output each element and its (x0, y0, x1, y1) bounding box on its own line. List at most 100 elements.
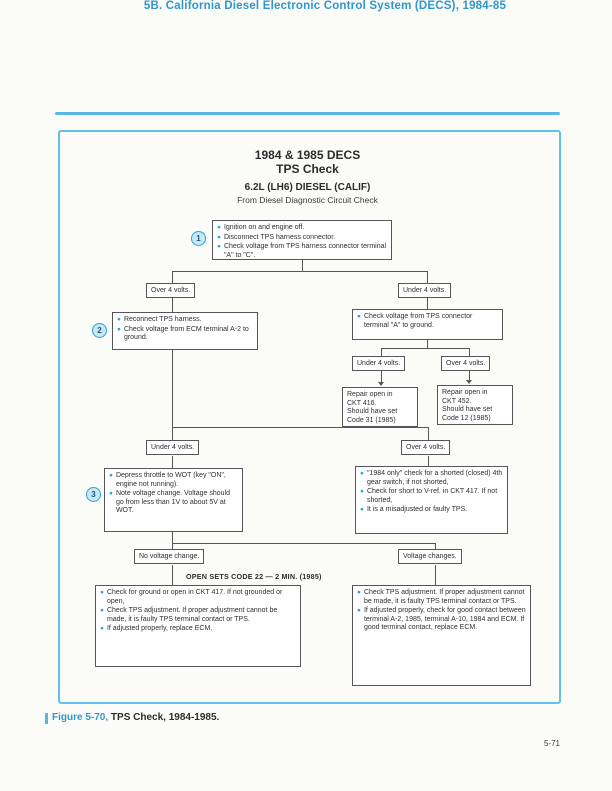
bullet-icon: ● (100, 589, 104, 596)
decision-voltage-changes: Voltage changes. (398, 549, 462, 564)
figure-caption-text: TPS Check, 1984-1985. (108, 712, 220, 723)
flow-box-text: Repair open in (347, 391, 393, 398)
step-number-badge: 1 (191, 231, 206, 246)
flowchart-title-line1: 1984 & 1985 DECS (254, 148, 361, 162)
flow-box-repair-ckt452: Repair open in CKT 452. Should have set … (437, 385, 513, 425)
connector-line (469, 348, 470, 357)
connector-line (435, 565, 436, 586)
flow-box-text: Check for ground or open in CKT 417. If … (106, 589, 283, 605)
bullet-icon: ● (117, 316, 121, 323)
connector-line (172, 543, 173, 550)
flow-box-text: Check voltage from ECM terminal A-2 to g… (123, 325, 249, 342)
bullet-icon: ● (100, 625, 104, 633)
flow-box-text: CKT 416. (347, 399, 377, 407)
header-divider-rule (55, 112, 560, 115)
caption-revision-tick (45, 713, 48, 724)
flow-box-text: Check voltage from TPS harness connector… (223, 243, 387, 259)
flow-box-text: Disconnect TPS harness connector. (223, 233, 336, 241)
connector-line (172, 565, 173, 586)
bullet-icon: ● (217, 224, 221, 231)
flow-box-gear-check-1984: ●"1984 only" check for a shorted (closed… (355, 466, 508, 534)
page-header-title: 5B. California Diesel Electronic Control… (143, 0, 507, 12)
flow-box-step1: ●Ignition on and engine off. ●Disconnect… (212, 220, 392, 260)
page-number: 5-71 (543, 739, 560, 748)
flowchart-source-line: From Diesel Diagnostic Circuit Check (237, 194, 378, 205)
connector-line (427, 340, 428, 349)
flow-box-step3: ●Depress throttle to WOT (key "ON", engi… (104, 468, 243, 532)
bullet-icon: ● (360, 488, 364, 496)
connector-line (428, 456, 429, 467)
flow-box-text: Reconnect TPS harness. (123, 316, 202, 323)
flowchart-title-line2: TPS Check (276, 162, 339, 177)
bullet-icon: ● (360, 506, 364, 514)
flow-box-text: Should have set (442, 406, 493, 414)
bullet-icon: ● (217, 233, 221, 241)
bullet-icon: ● (357, 607, 361, 615)
flow-box-result-right: ●Check TPS adjustment. If proper adjustm… (352, 585, 531, 686)
figure-caption: Figure 5-70, TPS Check, 1984-1985. (52, 712, 219, 723)
step-number-label: 2 (97, 326, 102, 335)
connector-line (172, 271, 173, 284)
connector-line (302, 260, 303, 272)
flow-box-text: It is a misadjusted or faulty TPS. (366, 506, 468, 514)
flow-box-check-tps-connector: ●Check voltage from TPS connector termin… (352, 309, 503, 340)
bullet-icon: ● (100, 607, 104, 615)
step-number-badge: 2 (92, 323, 107, 338)
bullet-icon: ● (217, 243, 221, 251)
decision-under-4-volts-c: Under 4 volts. (146, 440, 200, 455)
connector-line (172, 543, 436, 544)
connector-line (172, 350, 173, 428)
bullet-icon: ● (357, 313, 361, 320)
decision-under-4-volts-a: Under 4 volts. (398, 283, 452, 298)
flow-box-text: Note voltage change. Voltage should go f… (115, 490, 230, 515)
step-number-badge: 3 (86, 487, 101, 502)
flowchart-title-block: 1984 & 1985 DECS TPS Check 6.2L (LH6) DI… (58, 148, 557, 205)
flow-box-text: If adjusted properly, check for good con… (363, 607, 526, 632)
bullet-icon: ● (109, 472, 113, 479)
decision-over-4-volts-a: Over 4 volts. (146, 283, 196, 298)
step-number-label: 1 (196, 234, 201, 243)
flowchart-border-panel (58, 130, 561, 704)
arrow-down-icon (466, 380, 472, 384)
connector-line (427, 298, 428, 310)
flow-box-text: Should have set (347, 408, 398, 416)
decision-no-voltage-change: No voltage change. (134, 549, 205, 564)
bullet-icon: ● (360, 470, 364, 477)
open-sets-code-note: OPEN SETS CODE 22 — 2 MIN. (1985) (186, 572, 322, 581)
connector-line (469, 371, 470, 380)
flow-box-repair-ckt416: Repair open in CKT 416. Should have set … (342, 387, 418, 427)
flowchart-engine-line: 6.2L (LH6) DIESEL (CALIF) (244, 181, 371, 193)
flow-box-text: Check TPS adjustment. If proper adjustme… (363, 589, 525, 605)
flow-box-text: Depress throttle to WOT (key "ON", engin… (115, 472, 226, 488)
connector-line (172, 532, 173, 544)
flow-box-text: Check voltage from TPS connector termina… (363, 313, 473, 329)
flow-box-text: If adjusted properly, replace ECM. (106, 625, 213, 633)
connector-line (381, 348, 470, 349)
flow-box-result-left: ●Check for ground or open in CKT 417. If… (95, 585, 301, 667)
flow-box-step2: ●Reconnect TPS harness. ●Check voltage f… (112, 312, 258, 350)
connector-line (428, 427, 429, 441)
flow-box-text: Check for short to V-ref. in CKT 417. If… (366, 488, 498, 504)
flow-box-text: Code 12 (1985) (442, 414, 491, 422)
connector-line (172, 427, 173, 441)
flow-box-text: Check TPS adjustment. If proper adjustme… (106, 607, 278, 623)
flow-box-text: CKT 452. (442, 397, 472, 405)
step-number-label: 3 (91, 490, 96, 499)
decision-under-4-volts-b: Under 4 volts. (352, 356, 406, 371)
connector-line (172, 427, 429, 428)
bullet-icon: ● (109, 490, 113, 498)
decision-over-4-volts-c: Over 4 volts. (401, 440, 451, 455)
figure-caption-label: Figure 5-70, (52, 712, 109, 723)
connector-line (172, 271, 428, 272)
decision-over-4-volts-b: Over 4 volts. (441, 356, 491, 371)
arrow-down-icon (378, 382, 384, 386)
connector-line (381, 348, 382, 357)
connector-line (381, 371, 382, 382)
bullet-icon: ● (117, 325, 121, 333)
flow-box-text: Repair open in (442, 389, 488, 396)
connector-line (435, 543, 436, 550)
connector-line (172, 456, 173, 469)
connector-line (172, 298, 173, 313)
flow-box-text: Code 31 (1985) (347, 416, 396, 424)
